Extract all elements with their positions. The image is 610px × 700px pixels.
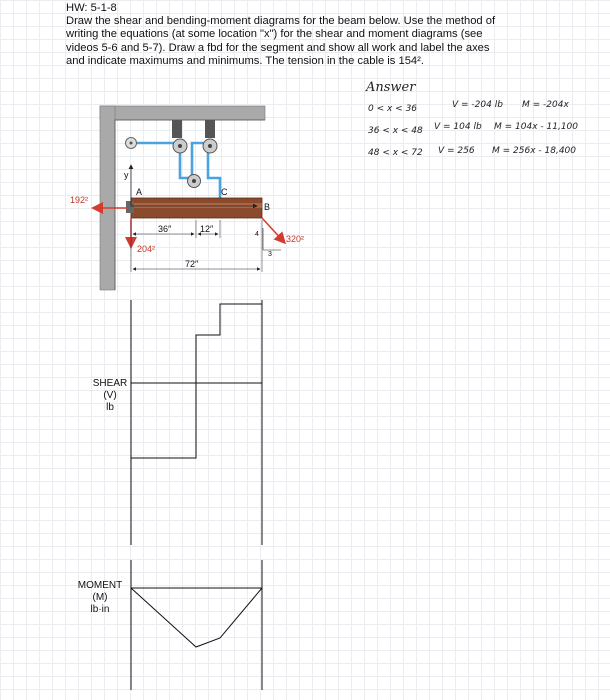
- problem-line-1: Draw the shear and bending-moment diagra…: [66, 15, 496, 28]
- answer-shear-2: V = 104 lb: [434, 122, 482, 132]
- moment-diagram: [130, 560, 263, 690]
- shear-title: SHEAR: [92, 378, 128, 389]
- beam: [126, 197, 263, 219]
- shear-diagram: [130, 300, 263, 545]
- dim-72-label: 72″: [185, 259, 199, 269]
- point-a-label: A: [136, 187, 143, 197]
- shear-symbol: (V): [103, 390, 117, 401]
- hw-title: HW: 5-1-8: [66, 2, 117, 14]
- answer-range-2: 36 < x < 48: [368, 126, 423, 136]
- y-axis-label: y: [124, 170, 129, 180]
- force-204-label: 204²: [137, 244, 156, 254]
- moment-unit: lb·in: [90, 604, 110, 615]
- slope-3-label: 3: [268, 251, 272, 258]
- shear-axis-label: SHEAR (V) lb: [86, 378, 134, 414]
- answer-title: Answer: [366, 80, 416, 95]
- slope-4-label: 4: [255, 231, 259, 238]
- dim-36-label: 36″: [158, 224, 172, 234]
- answer-range-1: 0 < x < 36: [368, 104, 418, 114]
- dimension-lines: [130, 220, 263, 272]
- pulley-brackets: [172, 120, 215, 138]
- point-c-label: C: [221, 187, 228, 197]
- answer-moment-3: M = 256x - 18,400: [492, 146, 576, 156]
- problem-line-4: and indicate maximums and minimums. The …: [66, 54, 424, 67]
- problem-statement: HW: 5-1-8 Draw the shear and bending-mom…: [66, 2, 586, 68]
- pulley-icon: [125, 137, 218, 188]
- shear-unit: lb: [106, 402, 114, 413]
- problem-line-3: videos 5-6 and 5-7). Draw a fbd for the …: [66, 41, 490, 54]
- force-320-label: 320²: [286, 234, 305, 244]
- moment-title: MOMENT: [77, 580, 123, 591]
- problem-line-2: writing the equations (at some location …: [66, 28, 483, 41]
- point-b-label: B: [264, 202, 271, 212]
- axes: [128, 164, 258, 209]
- wall-support: [99, 105, 266, 291]
- force-192-label: 192²: [70, 195, 89, 205]
- moment-symbol: (M): [92, 592, 108, 603]
- answer-range-3: 48 < x < 72: [368, 148, 423, 158]
- moment-axis-label: MOMENT (M) lb·in: [72, 580, 128, 616]
- answer-shear-3: V = 256: [438, 146, 475, 156]
- answer-moment-1: M = -204x: [522, 100, 569, 110]
- cable: [132, 141, 222, 198]
- dim-12-label: 12″: [200, 224, 214, 234]
- answer-moment-2: M = 104x - 11,100: [494, 122, 578, 132]
- answer-shear-1: V = -204 lb: [452, 100, 503, 110]
